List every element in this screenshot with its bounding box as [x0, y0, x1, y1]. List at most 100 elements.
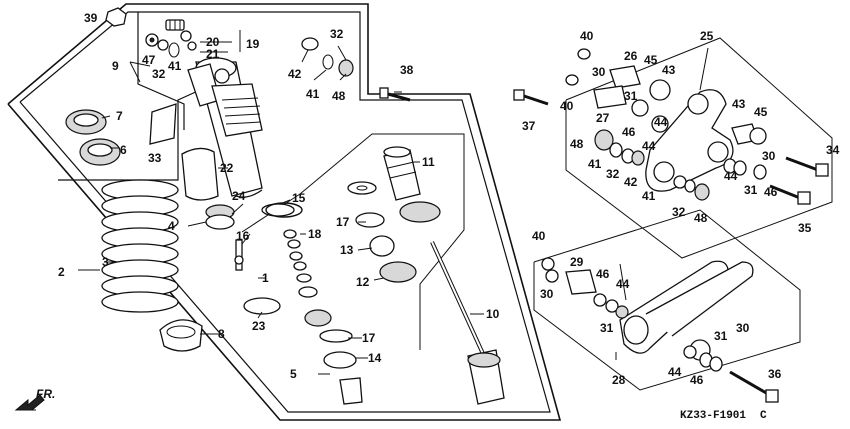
- callout-31d: 31: [714, 329, 728, 343]
- tie-rod-frame: [533, 209, 801, 391]
- callout-43a: 43: [662, 63, 676, 77]
- callout-38: 38: [400, 63, 414, 77]
- damper-internal-parts: [205, 203, 363, 405]
- callout-labels: 39 9 47 41 32 20 21 19 7 33 6 22 4 24 16…: [58, 11, 840, 387]
- collar-22: [181, 147, 219, 201]
- callout-23: 23: [252, 319, 266, 333]
- reservoir-cap-parts: [145, 19, 197, 58]
- callout-44c: 44: [724, 169, 738, 183]
- callout-14: 14: [368, 351, 382, 365]
- callout-31a: 31: [624, 89, 638, 103]
- diagram-code: KZ33-F1901: [680, 410, 746, 422]
- callout-27: 27: [596, 111, 610, 125]
- callout-32a: 32: [152, 67, 166, 81]
- shock-assembly-frame: [7, 3, 562, 421]
- callout-10: 10: [486, 307, 500, 321]
- callout-30b: 30: [762, 149, 776, 163]
- callout-42b: 42: [624, 175, 638, 189]
- callout-46c: 46: [596, 267, 610, 281]
- callout-46b: 46: [764, 185, 778, 199]
- callout-25: 25: [700, 29, 714, 43]
- callout-48b: 48: [570, 137, 584, 151]
- callout-16: 16: [236, 229, 250, 243]
- callout-41d: 41: [642, 189, 656, 203]
- callout-24: 24: [232, 189, 246, 203]
- compression-bump-11: [383, 146, 421, 201]
- callout-47: 47: [142, 53, 156, 67]
- front-direction-arrow-icon: [14, 394, 45, 411]
- callout-28: 28: [612, 373, 626, 387]
- spring-3: [101, 179, 179, 313]
- piston-rod-10: [430, 241, 505, 405]
- callout-4: 4: [168, 219, 175, 233]
- bolt-34: [785, 156, 829, 177]
- bolt-35: [769, 184, 811, 205]
- callout-20: 20: [206, 35, 220, 49]
- tie-rod: [541, 257, 754, 372]
- clip-15: [265, 202, 303, 218]
- callout-32b: 32: [330, 27, 344, 41]
- callout-44e: 44: [668, 365, 682, 379]
- spring-seat-8: [159, 319, 203, 352]
- callout-33: 33: [148, 151, 162, 165]
- callout-40c: 40: [532, 229, 546, 243]
- callout-32d: 32: [672, 205, 686, 219]
- linkage-arm: [645, 89, 734, 192]
- callout-21: 21: [206, 47, 220, 61]
- callout-48c: 48: [694, 211, 708, 225]
- callout-8: 8: [218, 327, 225, 341]
- callout-26: 26: [624, 49, 638, 63]
- callout-9: 9: [112, 59, 119, 73]
- diagram-code-block: KZ33-F1901 C: [680, 410, 767, 422]
- callout-36: 36: [768, 367, 782, 381]
- callout-43b: 43: [732, 97, 746, 111]
- callout-41b: 41: [306, 87, 320, 101]
- callout-17b: 17: [362, 331, 376, 345]
- callout-12: 12: [356, 275, 370, 289]
- callout-31c: 31: [600, 321, 614, 335]
- callout-30c: 30: [540, 287, 554, 301]
- nut-39: [105, 7, 127, 27]
- callout-30d: 30: [736, 321, 750, 335]
- callout-31b: 31: [744, 183, 758, 197]
- callout-44b: 44: [642, 139, 656, 153]
- front-direction-label: FR.: [36, 387, 55, 401]
- callout-35: 35: [798, 221, 812, 235]
- callout-22: 22: [220, 161, 234, 175]
- leader-lines: [78, 30, 709, 375]
- callout-41c: 41: [588, 157, 602, 171]
- callout-41a: 41: [168, 59, 182, 73]
- bolt-36: [729, 370, 779, 403]
- callout-29: 29: [570, 255, 584, 269]
- callout-39: 39: [84, 11, 98, 25]
- callout-44a: 44: [654, 115, 668, 129]
- callout-40b: 40: [560, 99, 574, 113]
- bolt-38: [379, 87, 411, 102]
- linkage-bushings: [301, 37, 767, 201]
- callout-30a: 30: [592, 65, 606, 79]
- callout-46d: 46: [690, 373, 704, 387]
- callout-44d: 44: [616, 277, 630, 291]
- washer-group: [347, 181, 441, 283]
- bolt-37: [513, 89, 549, 106]
- callout-34: 34: [826, 143, 840, 157]
- stop-rubber-33: [149, 103, 177, 145]
- callout-1: 1: [262, 271, 269, 285]
- callout-17a: 17: [336, 215, 350, 229]
- callout-46a: 46: [622, 125, 636, 139]
- callout-42a: 42: [288, 67, 302, 81]
- callout-11: 11: [422, 155, 435, 169]
- callout-6: 6: [120, 143, 127, 157]
- callout-40a: 40: [580, 29, 594, 43]
- callout-37: 37: [522, 119, 536, 133]
- callout-5: 5: [290, 367, 297, 381]
- callout-45b: 45: [754, 105, 768, 119]
- callout-18: 18: [308, 227, 322, 241]
- lock-nut-7: [65, 109, 107, 135]
- callout-19: 19: [246, 37, 260, 51]
- callout-2: 2: [58, 265, 65, 279]
- linkage-arm-frame: [565, 37, 833, 259]
- callout-3: 3: [102, 255, 109, 269]
- callout-7: 7: [116, 109, 123, 123]
